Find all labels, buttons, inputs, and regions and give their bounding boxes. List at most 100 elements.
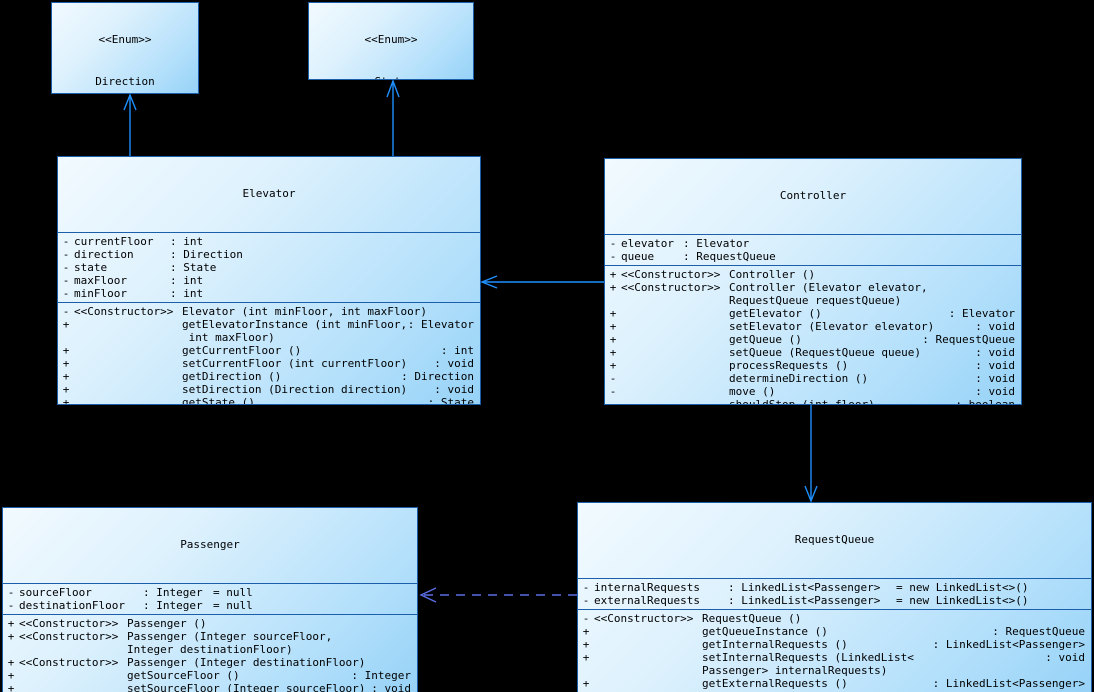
attribute-name: internalRequests <box>594 581 700 594</box>
operation-return-type: : RequestQueue <box>992 625 1085 638</box>
operation-signature: Elevator (int minFloor, int maxFloor) <box>182 305 428 318</box>
operation-signature: setQueue (RequestQueue queue) <box>729 346 922 359</box>
operation-return-type: : void <box>434 383 474 396</box>
operation-signature: setSourceFloor (Integer sourceFloor) <box>127 682 366 692</box>
visibility-marker: + <box>609 268 617 281</box>
member-row: -sourceFloor: Integer= null <box>3 586 417 599</box>
visibility-marker: + <box>609 359 617 372</box>
attributes-compartment-elevator: -currentFloor: int-direction: Direction-… <box>58 233 480 303</box>
visibility-marker: + <box>62 318 70 331</box>
attribute-type: : int <box>170 287 204 300</box>
member-row: +<<Constructor>>Controller (Elevator ele… <box>605 281 1021 294</box>
operation-signature: getExternalRequests () <box>702 677 848 690</box>
member-row: +getElevatorInstance (int minFloor,: Ele… <box>58 318 480 331</box>
member-row: -determineDirection (): void <box>605 372 1021 385</box>
class-name-label: Passenger <box>180 538 240 551</box>
class-name-label: State <box>309 75 473 79</box>
operation-return-type: : LinkedList<Passenger> <box>932 638 1085 651</box>
operation-return-type: : int <box>440 344 474 357</box>
attribute-type: : State <box>170 261 217 274</box>
operations-compartment-elevator: -<<Constructor>>Elevator (int minFloor, … <box>58 303 480 405</box>
operation-return-type: : RequestQueue <box>922 333 1015 346</box>
operation-signature: getQueue () <box>729 333 802 346</box>
operations-compartment-requestqueue: -<<Constructor>>RequestQueue ()+getQueue… <box>578 610 1091 692</box>
operation-signature: getInternalRequests () <box>702 638 848 651</box>
operation-signature: getSourceFloor () <box>127 669 240 682</box>
operation-signature: Passenger (Integer sourceFloor, <box>127 630 333 643</box>
attribute-type: : LinkedList<Passenger> <box>728 594 881 607</box>
connector-elevator-to-direction <box>123 93 137 156</box>
attributes-compartment-passenger: -sourceFloor: Integer= null-destinationF… <box>3 584 417 615</box>
visibility-marker: + <box>609 307 617 320</box>
visibility-marker: + <box>62 357 70 370</box>
class-name-label: RequestQueue <box>794 533 875 546</box>
member-row: +<<Constructor>>Controller () <box>605 268 1021 281</box>
attribute-name: queue <box>621 250 655 263</box>
attribute-type: : int <box>170 274 204 287</box>
operation-signature: getState () <box>182 396 255 405</box>
visibility-marker: + <box>609 333 617 346</box>
operation-return-type: : LinkedList<Passenger> <box>932 677 1085 690</box>
visibility-marker: + <box>7 682 15 692</box>
member-row: +<<Constructor>>Passenger (Integer desti… <box>3 656 417 669</box>
attribute-name: sourceFloor <box>19 586 92 599</box>
operation-stereotype: <<Constructor>> <box>74 305 174 318</box>
operation-signature: Passenger> internalRequests) <box>702 664 888 677</box>
visibility-marker: - <box>62 287 70 300</box>
member-row: Passenger> internalRequests) <box>578 664 1091 677</box>
member-row: +setElevator (Elevator elevator): void <box>605 320 1021 333</box>
operation-signature: getQueueInstance () <box>702 625 828 638</box>
member-row: -internalRequests: LinkedList<Passenger>… <box>578 581 1091 594</box>
member-row: +<<Constructor>>Passenger (Integer sourc… <box>3 630 417 643</box>
operation-return-type: : void <box>975 359 1015 372</box>
visibility-marker: - <box>62 235 70 248</box>
visibility-marker: + <box>62 383 70 396</box>
operation-return-type: : void <box>371 682 411 692</box>
operation-return-type: : void <box>975 320 1015 333</box>
operation-stereotype: <<Constructor>> <box>621 281 721 294</box>
visibility-marker: - <box>609 250 617 263</box>
visibility-marker: + <box>62 344 70 357</box>
operation-return-type: : Integer <box>351 669 411 682</box>
stereotype-label: <<Enum>> <box>98 33 152 46</box>
member-row: -state: State <box>58 261 480 274</box>
operation-signature: RequestQueue () <box>702 612 802 625</box>
operation-return-type: : Direction <box>401 370 474 383</box>
class-box-passenger[interactable]: Passenger -sourceFloor: Integer= null-de… <box>2 507 418 692</box>
operation-signature: Passenger (Integer destinationFloor) <box>127 656 366 669</box>
operation-signature: RequestQueue requestQueue) <box>729 294 902 307</box>
operation-signature: setExternalRequests (LinkedList< <box>702 690 1045 692</box>
visibility-marker: + <box>62 370 70 383</box>
visibility-marker: - <box>62 261 70 274</box>
visibility-marker: - <box>7 586 15 599</box>
operation-return-type: : void <box>975 346 1015 359</box>
visibility-marker: - <box>609 385 617 398</box>
member-row: +getInternalRequests (): LinkedList<Pass… <box>578 638 1091 651</box>
attributes-compartment-requestqueue: -internalRequests: LinkedList<Passenger>… <box>578 579 1091 610</box>
member-row: -minFloor: int <box>58 287 480 300</box>
operation-signature: shouldStop (int floor) <box>729 398 875 405</box>
class-box-requestqueue[interactable]: RequestQueue -internalRequests: LinkedLi… <box>577 502 1092 692</box>
operation-signature: getElevatorInstance (int minFloor, <box>182 318 408 331</box>
operation-signature: determineDirection () <box>729 372 869 385</box>
operation-signature: setCurrentFloor (int currentFloor) <box>182 357 408 370</box>
class-title-requestqueue: RequestQueue <box>578 503 1091 579</box>
visibility-marker: + <box>582 677 590 690</box>
class-box-state[interactable]: <<Enum>> State +MOVING: EnumConstant+STO… <box>308 2 474 80</box>
visibility-marker: + <box>582 625 590 638</box>
attribute-default: = new LinkedList<>() <box>896 581 1029 594</box>
class-box-elevator[interactable]: Elevator -currentFloor: int-direction: D… <box>57 156 481 405</box>
stereotype-label: <<Enum>> <box>364 33 418 46</box>
class-box-direction[interactable]: <<Enum>> Direction +UP: EnumConstant+DOW… <box>51 2 199 94</box>
operation-return-type: : boolean <box>955 398 1015 405</box>
class-title-direction: <<Enum>> Direction <box>52 3 198 93</box>
attributes-compartment-controller: -elevator: Elevator-queue: RequestQueue <box>605 235 1021 266</box>
visibility-marker: + <box>582 651 590 664</box>
member-row: + setSourceFloor (Integer sourceFloor) : v… <box>3 682 417 692</box>
member-row: + getQueue () : RequestQueue <box>605 333 1021 346</box>
visibility-marker: - <box>7 599 15 612</box>
class-box-controller[interactable]: Controller -elevator: Elevator-queue: Re… <box>604 158 1022 405</box>
member-row: + getExternalRequests () : LinkedList<Pass… <box>578 677 1091 690</box>
member-row: -elevator: Elevator <box>605 237 1021 250</box>
